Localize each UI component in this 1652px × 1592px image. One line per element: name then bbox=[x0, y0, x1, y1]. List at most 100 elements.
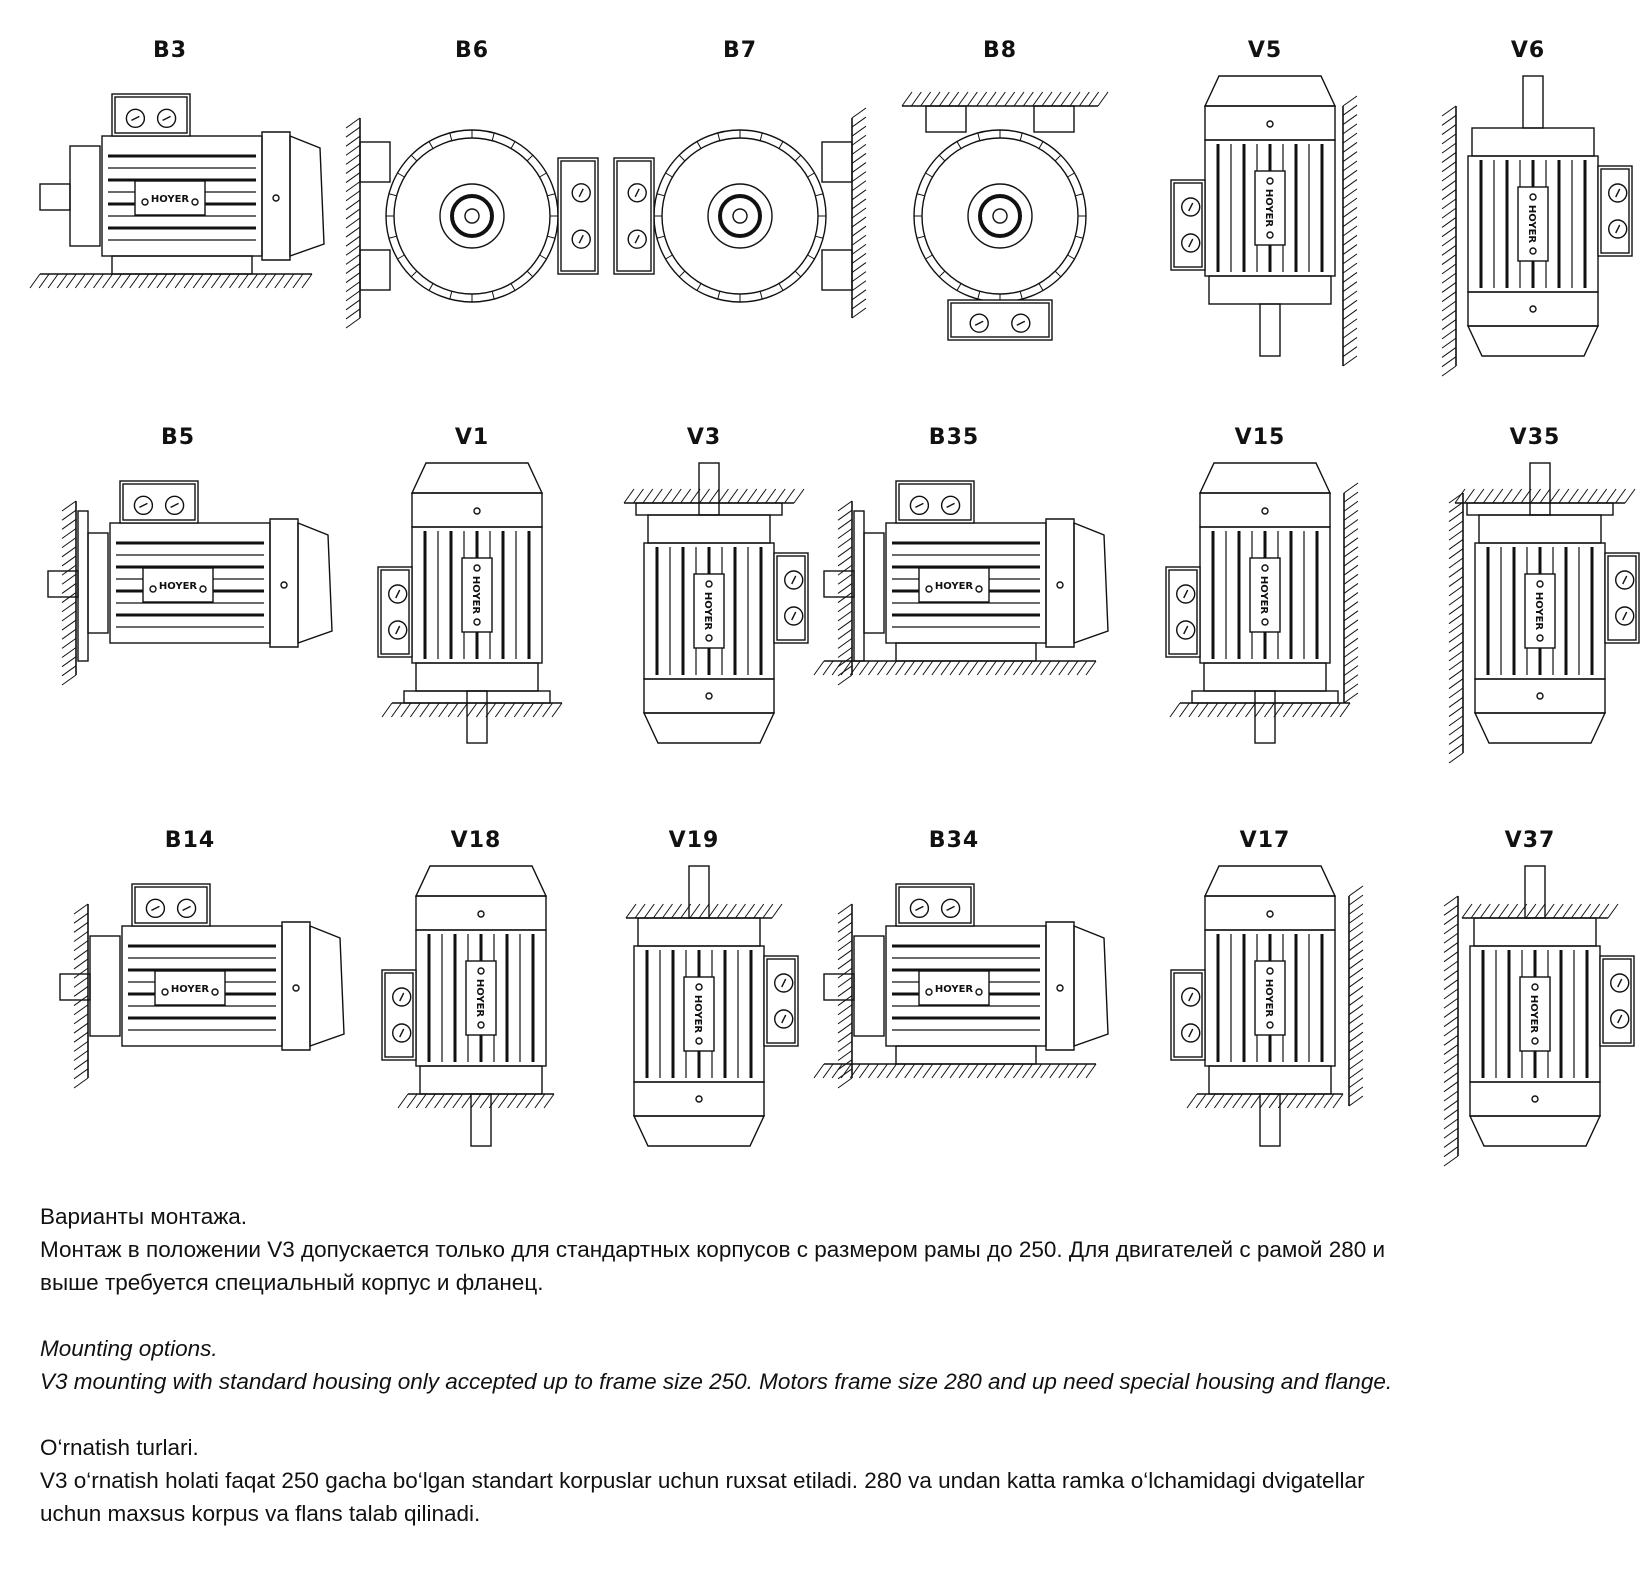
hatch-line bbox=[111, 273, 123, 289]
hatch-line bbox=[1501, 488, 1513, 504]
hatch-line bbox=[1342, 151, 1358, 163]
figure-label: V18 bbox=[450, 828, 502, 853]
nameplate: HOYER bbox=[142, 567, 214, 603]
hatch-line bbox=[1049, 660, 1061, 676]
nameplate: HOYER bbox=[1254, 170, 1286, 246]
motor-side-view: HOYER bbox=[813, 480, 1109, 686]
hatch-line bbox=[476, 702, 487, 718]
hatch-line bbox=[1615, 488, 1626, 504]
terminal-box-frame bbox=[895, 480, 975, 524]
figure-label: V19 bbox=[668, 828, 720, 853]
screw-icon bbox=[695, 1095, 703, 1103]
fan-cover-ring bbox=[633, 1081, 765, 1117]
terminal-box-inner bbox=[776, 555, 806, 641]
hatch-line bbox=[837, 665, 853, 677]
hatch-line bbox=[1343, 665, 1359, 677]
hatch-line bbox=[61, 674, 77, 686]
caption-ru-title: Варианты монтажа. bbox=[40, 1204, 248, 1229]
hatch-line bbox=[771, 903, 783, 919]
cooling-fin bbox=[807, 172, 815, 178]
fan-cover bbox=[1466, 325, 1600, 357]
shaft bbox=[688, 865, 710, 919]
fan-cover-ring bbox=[269, 518, 299, 648]
mounting-surface bbox=[1454, 488, 1636, 504]
hatch-line bbox=[1571, 903, 1582, 919]
hatch-line bbox=[966, 91, 978, 107]
cooling-fin bbox=[815, 193, 824, 197]
hatch-line bbox=[716, 903, 728, 919]
motor-drawing bbox=[345, 117, 599, 329]
bearing-cover bbox=[439, 183, 505, 249]
gland-slot bbox=[399, 992, 405, 1002]
caption: Варианты монтажа. Монтаж в положении V3 … bbox=[40, 1200, 1620, 1530]
hatch-line bbox=[822, 1063, 834, 1079]
hatch-line bbox=[1443, 969, 1459, 981]
hatch-line bbox=[1589, 903, 1601, 919]
hatch-line bbox=[1342, 290, 1358, 302]
hatch-line bbox=[1050, 91, 1062, 107]
hatch-line bbox=[931, 660, 943, 676]
flange bbox=[77, 510, 89, 662]
brand-text: HOYER bbox=[474, 979, 485, 1018]
wall-surface bbox=[345, 117, 361, 329]
hatch-line bbox=[1323, 1093, 1335, 1109]
hatch-line bbox=[976, 660, 988, 676]
hatch-line bbox=[1040, 1063, 1052, 1079]
caption-ru-line2: выше требуется специальный корпус и флан… bbox=[40, 1270, 544, 1295]
hatch-line bbox=[61, 610, 77, 622]
hatch-line bbox=[1273, 702, 1285, 718]
hatch-line bbox=[534, 1093, 546, 1109]
shaft bbox=[1522, 75, 1544, 129]
nameplate-frame bbox=[918, 970, 990, 1006]
end-shield bbox=[853, 935, 885, 1037]
hatch-line bbox=[301, 273, 313, 289]
wall-surface bbox=[837, 500, 853, 686]
hatch-line bbox=[73, 976, 89, 988]
flange bbox=[403, 690, 551, 704]
screw-icon bbox=[1529, 247, 1537, 255]
cooling-fin bbox=[526, 270, 534, 278]
cooling-fin bbox=[539, 172, 547, 178]
hatch-line bbox=[837, 1040, 853, 1052]
hatch-line bbox=[1443, 1034, 1459, 1046]
hatch-line bbox=[755, 488, 767, 504]
cooling-fin bbox=[491, 132, 495, 141]
cooling-fin bbox=[938, 270, 946, 278]
terminal-box-frame bbox=[1170, 969, 1206, 1061]
hatch-line bbox=[851, 307, 867, 319]
hatch-line bbox=[1339, 702, 1351, 718]
hatch-line bbox=[1342, 132, 1358, 144]
hatch-line bbox=[707, 903, 719, 919]
screw-icon bbox=[272, 194, 280, 202]
hatch-line bbox=[1605, 488, 1617, 504]
hatch-line bbox=[661, 488, 673, 504]
hatch-line bbox=[1342, 179, 1358, 190]
hatch-line bbox=[851, 216, 867, 228]
terminal-box bbox=[557, 157, 599, 275]
fan-cover bbox=[1203, 75, 1337, 107]
hatch-line bbox=[1530, 488, 1541, 504]
hatch-line bbox=[1580, 903, 1592, 919]
hatch-line bbox=[1343, 610, 1359, 622]
hatch-line bbox=[1259, 1093, 1271, 1109]
shaft-hub bbox=[450, 194, 494, 238]
screw-icon bbox=[473, 564, 481, 572]
cooling-fin bbox=[1075, 193, 1084, 197]
hatch-line bbox=[147, 273, 159, 289]
hatch-line bbox=[1443, 1044, 1459, 1055]
cable-gland-icon bbox=[388, 620, 408, 640]
gland-slot bbox=[578, 234, 584, 244]
hatch-line bbox=[1448, 576, 1464, 587]
hatch-line bbox=[1245, 702, 1256, 718]
hatch-line bbox=[1343, 637, 1359, 649]
hatch-line bbox=[1342, 160, 1358, 172]
hatch-line bbox=[397, 1093, 409, 1109]
hatch-line bbox=[424, 1093, 436, 1109]
end-shield bbox=[69, 145, 101, 247]
hatch-line bbox=[1539, 488, 1551, 504]
motor-side-view: HOYER bbox=[47, 480, 333, 686]
hatch-line bbox=[1169, 702, 1181, 718]
cooling-fin bbox=[665, 254, 673, 260]
hatch-line bbox=[910, 91, 922, 107]
hatch-line bbox=[837, 546, 853, 558]
